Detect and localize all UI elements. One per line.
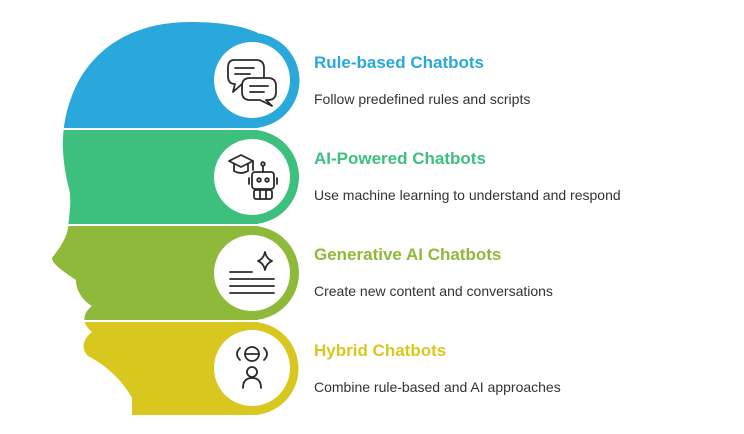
icon-circle-3 xyxy=(214,330,290,406)
robot-graduate-icon xyxy=(228,154,278,200)
text-sparkle-icon xyxy=(229,251,275,294)
chat-bubbles-icon xyxy=(227,59,277,107)
section-title: AI-Powered Chatbots xyxy=(314,149,486,168)
section-hybrid: Hybrid Chatbots Combine rule-based and A… xyxy=(314,341,734,396)
icon-circle-2 xyxy=(214,235,290,311)
section-ai-powered: AI-Powered Chatbots Use machine learning… xyxy=(314,149,734,204)
section-description: Use machine learning to understand and r… xyxy=(314,187,621,203)
section-title: Generative AI Chatbots xyxy=(314,245,502,264)
section-title: Rule-based Chatbots xyxy=(314,53,485,72)
section-description: Combine rule-based and AI approaches xyxy=(314,379,561,395)
section-title: Hybrid Chatbots xyxy=(314,341,447,360)
section-description: Follow predefined rules and scripts xyxy=(314,91,531,107)
section-rule-based: Rule-based Chatbots Follow predefined ru… xyxy=(314,53,734,108)
section-description: Create new content and conversations xyxy=(314,283,553,299)
person-link-icon xyxy=(236,346,268,389)
section-generative-ai: Generative AI Chatbots Create new conten… xyxy=(314,245,734,300)
